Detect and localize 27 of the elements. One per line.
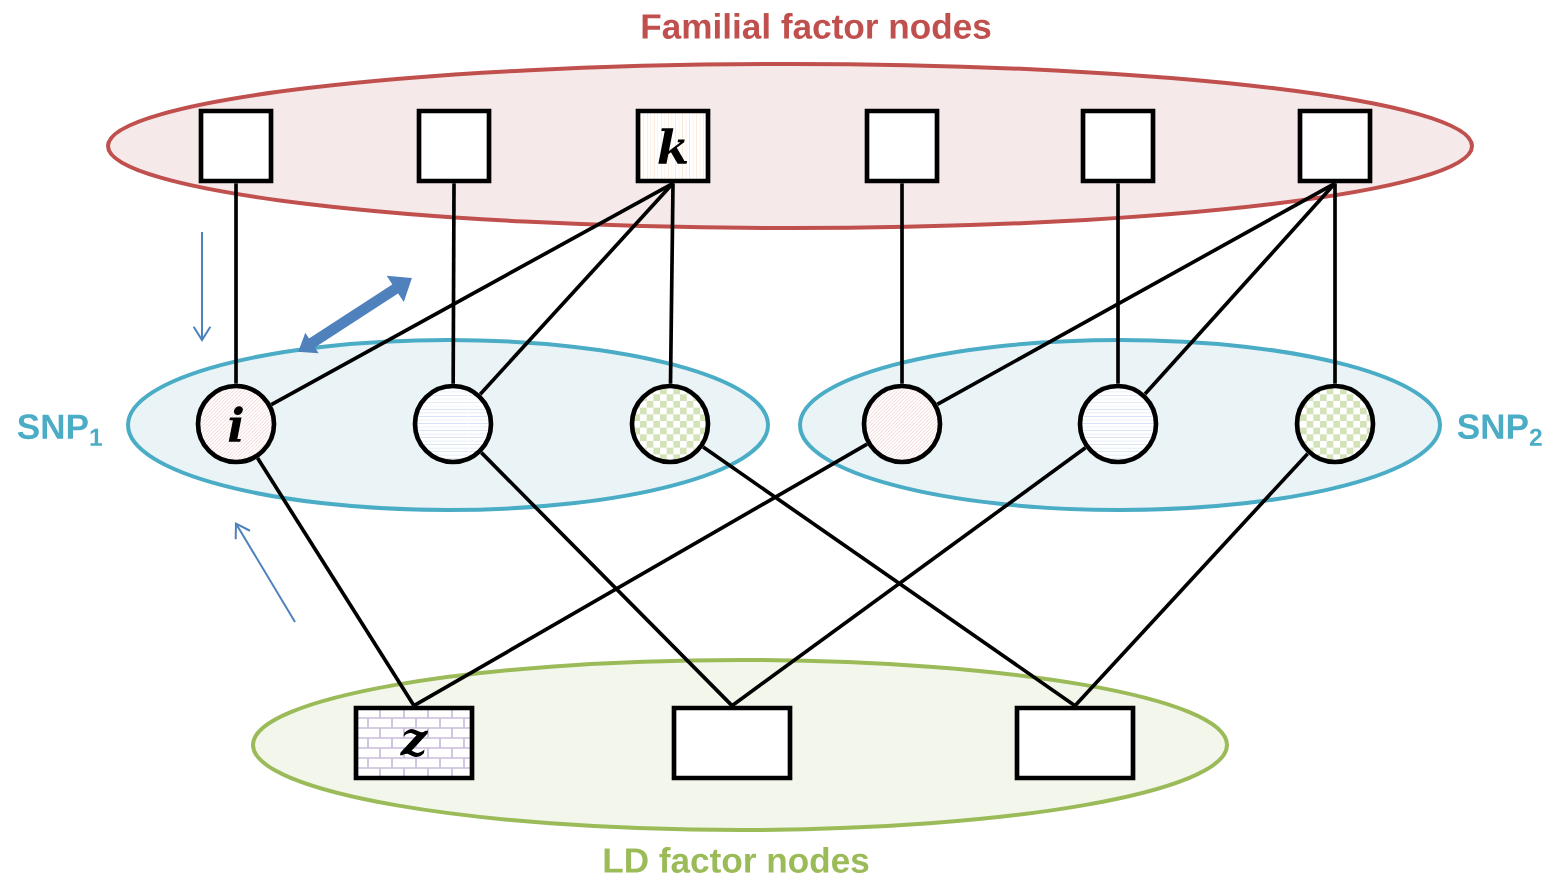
factor-box <box>1014 705 1136 781</box>
connector-line <box>480 451 734 707</box>
factor-box <box>1297 108 1373 184</box>
group-label: SNP$_{1}$ <box>17 414 102 446</box>
connector-line <box>900 183 904 384</box>
connector-line <box>1116 183 1120 384</box>
factor-box: z <box>353 705 475 781</box>
connector-line <box>1073 452 1309 707</box>
group-label: SNP$_{2}$ <box>1457 414 1542 446</box>
group-label: LD factor nodes <box>604 847 869 873</box>
factor-box <box>1080 108 1156 184</box>
connector-line <box>1143 182 1337 396</box>
factor-box <box>864 108 940 184</box>
connector-line <box>451 183 456 384</box>
connector-line <box>936 181 1336 406</box>
factor-box: k <box>635 108 711 184</box>
connector-line <box>668 183 675 384</box>
connector-line <box>256 457 416 707</box>
factor-box <box>671 705 793 781</box>
connector-line <box>270 181 674 407</box>
group-label: Familial factor nodes <box>642 13 991 39</box>
connector-line <box>478 182 675 396</box>
factor-box <box>416 108 492 184</box>
connector-line <box>234 183 238 384</box>
connector-line <box>1333 183 1337 384</box>
factor-box <box>198 108 274 184</box>
connector-line <box>413 442 868 708</box>
